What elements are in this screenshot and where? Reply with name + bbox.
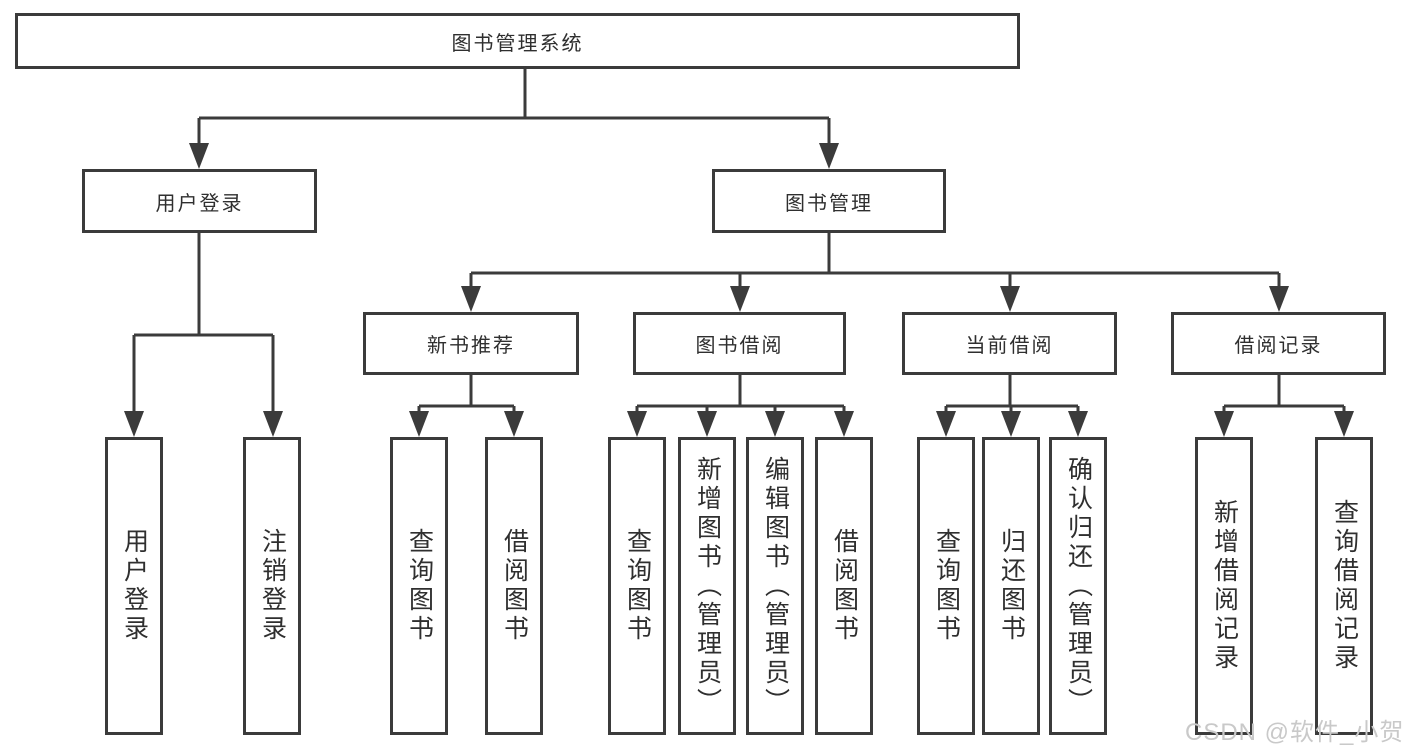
node-current-borrowing: 当前借阅 bbox=[902, 312, 1117, 375]
leaf-query-books-recommend: 查询图书 bbox=[390, 437, 448, 735]
leaf-query-books-current: 查询图书 bbox=[917, 437, 975, 735]
leaf-query-books-recommend-label: 查询图书 bbox=[405, 528, 434, 644]
leaf-add-book-admin: 新增图书（管理员） bbox=[678, 437, 736, 735]
leaf-borrow-books-recommend: 借阅图书 bbox=[485, 437, 543, 735]
connector-user-login-to-leaves bbox=[124, 233, 283, 437]
leaf-borrow-books-borrowing-label: 借阅图书 bbox=[830, 528, 859, 644]
leaf-add-book-admin-label: 新增图书（管理员） bbox=[693, 455, 722, 717]
connector-borrow-records-to-leaves bbox=[1214, 375, 1354, 437]
leaf-edit-book-admin: 编辑图书（管理员） bbox=[746, 437, 804, 735]
leaf-confirm-return-admin-label: 确认归还（管理员） bbox=[1064, 455, 1093, 717]
connector-book-mgmt-to-level3 bbox=[461, 233, 1289, 312]
node-library-management-system: 图书管理系统 bbox=[15, 13, 1020, 69]
leaf-borrow-books-recommend-label: 借阅图书 bbox=[500, 528, 529, 644]
leaf-add-borrow-record: 新增借阅记录 bbox=[1195, 437, 1253, 735]
leaf-edit-book-admin-label: 编辑图书（管理员） bbox=[761, 455, 790, 717]
leaf-return-books-label: 归还图书 bbox=[997, 528, 1026, 644]
node-borrowing-records: 借阅记录 bbox=[1171, 312, 1386, 375]
leaf-return-books: 归还图书 bbox=[982, 437, 1040, 735]
connector-book-borrow-to-leaves bbox=[627, 375, 854, 437]
leaf-query-books-borrowing-label: 查询图书 bbox=[623, 528, 652, 644]
csdn-watermark: CSDN @软件_小贺同学 bbox=[1185, 719, 1405, 746]
leaf-query-borrow-record-label: 查询借阅记录 bbox=[1330, 499, 1359, 673]
leaf-add-borrow-record-label: 新增借阅记录 bbox=[1210, 499, 1239, 673]
node-new-book-recommend: 新书推荐 bbox=[363, 312, 579, 375]
node-user-login: 用户登录 bbox=[82, 169, 317, 233]
leaf-logout: 注销登录 bbox=[243, 437, 301, 735]
leaf-user-login-label: 用户登录 bbox=[120, 528, 149, 644]
connector-current-borrow-to-leaves bbox=[936, 375, 1088, 437]
node-book-borrowing: 图书借阅 bbox=[633, 312, 846, 375]
leaf-user-login: 用户登录 bbox=[105, 437, 163, 735]
leaf-logout-label: 注销登录 bbox=[258, 528, 287, 644]
connector-root-to-level2 bbox=[189, 69, 839, 169]
leaf-query-books-current-label: 查询图书 bbox=[932, 528, 961, 644]
connector-new-book-rec-to-leaves bbox=[409, 375, 524, 437]
leaf-query-books-borrowing: 查询图书 bbox=[608, 437, 666, 735]
leaf-borrow-books-borrowing: 借阅图书 bbox=[815, 437, 873, 735]
leaf-query-borrow-record: 查询借阅记录 bbox=[1315, 437, 1373, 735]
leaf-confirm-return-admin: 确认归还（管理员） bbox=[1049, 437, 1107, 735]
node-book-management: 图书管理 bbox=[712, 169, 946, 233]
